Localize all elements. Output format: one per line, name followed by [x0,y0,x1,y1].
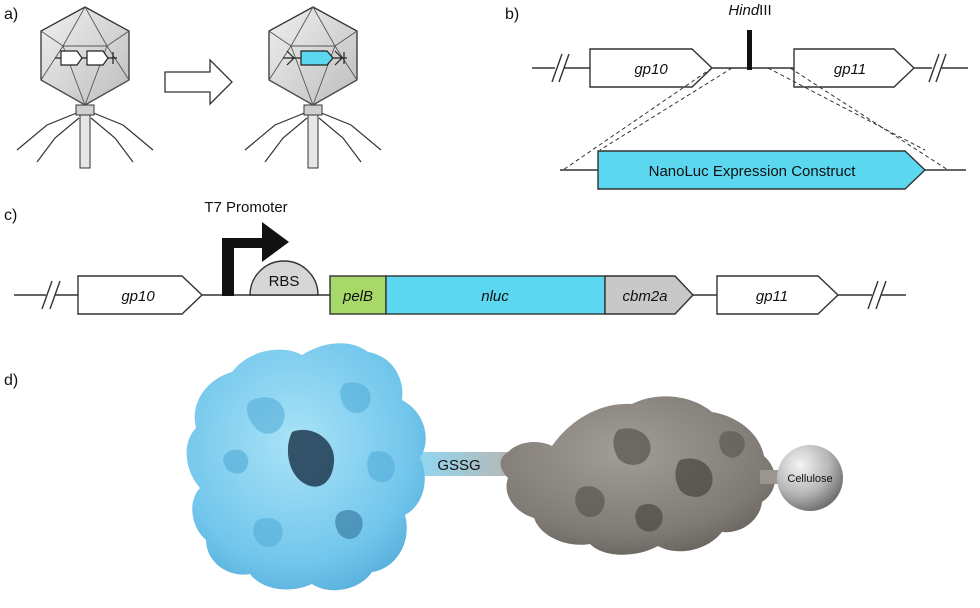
panel-label-a: a) [4,6,18,23]
phage-tail [307,109,319,169]
phage-collar [303,104,323,116]
t7-promoter-label: T7 Promoter [204,199,287,216]
nanoluc-protein-surface [186,343,426,591]
break-mark-left [551,53,570,83]
tail-fibers [16,111,154,163]
phage-genome-engineered [283,50,347,66]
cellulose-bead [777,445,843,511]
gene-gp11-c [716,275,840,315]
cbm2a-protein-surface [500,396,776,555]
nanoluc-expression-construct-label: NanoLuc Expression Construct [649,163,857,180]
cellulose-bead-label: Cellulose [787,473,832,485]
panel-c: gp10 T7 Promoter RBS pelB nluc cbm2a gp1… [14,199,906,315]
gene-gp11-b-label: gp11 [834,61,866,78]
gene-gp10-b-label: gp10 [634,61,668,78]
t7-promoter-arrow [222,222,289,296]
nluc-segment [385,275,606,315]
gene-gp11-b [793,48,916,88]
nluc-label: nluc [481,288,509,305]
panel-b: gp10 gp11 HindIII NanoLuc Expression Con… [532,2,968,190]
rbs-label: RBS [269,273,300,290]
nanoluc-expression-construct [597,150,927,190]
break-mark-right-c [867,280,887,310]
gene-gp10-c [77,275,204,315]
cbm2a-label: cbm2a [622,288,667,305]
hindiii-site-marker [747,30,752,70]
phage-left [16,6,154,169]
phage-right [244,6,382,169]
phage-collar [75,104,95,116]
phage-genome [55,50,117,66]
pelb-label: pelB [342,288,373,305]
gene-gp10-c-label: gp10 [121,288,155,305]
panel-label-c: c) [4,207,17,224]
hindiii-site-label: HindIII [728,2,771,19]
phage-capsid [40,6,130,106]
phage-tail [79,109,91,169]
panel-label-b: b) [505,6,519,23]
insertion-guide-lines [562,67,949,171]
break-mark-right [928,53,947,83]
gssg-linker-label: GSSG [437,457,480,474]
tail-fibers [244,111,382,163]
gene-gp11-c-label: gp11 [756,288,788,305]
gene-gp10-b [589,48,714,88]
rbs-element [249,260,319,296]
panel-label-d: d) [4,372,18,389]
panel-d: GSSG Cellulose [186,343,843,591]
break-mark-left-c [41,280,61,310]
transform-arrow [164,58,233,106]
cbm2a-segment [604,275,694,315]
